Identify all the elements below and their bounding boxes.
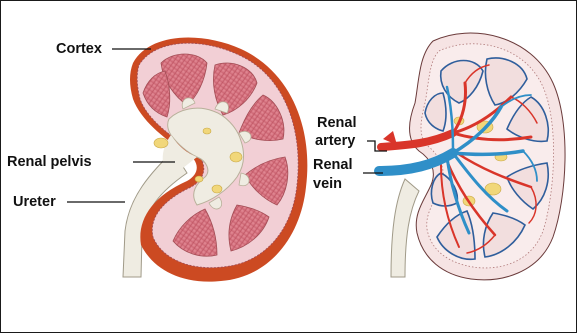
- renal-artery-label-line1: Renal: [317, 115, 357, 132]
- right-ureter: [391, 179, 419, 277]
- cortex-label: Cortex: [56, 41, 102, 58]
- renal-pelvis-label: Renal pelvis: [7, 154, 92, 171]
- ureter-label: Ureter: [13, 194, 56, 211]
- renal-vein-label-line2: vein: [313, 176, 342, 193]
- renal-artery-label-line2: artery: [315, 133, 355, 150]
- left-kidney-section: [123, 37, 307, 281]
- renal-vein-label-line1: Renal: [313, 157, 353, 174]
- right-kidney-vascular: [379, 33, 565, 280]
